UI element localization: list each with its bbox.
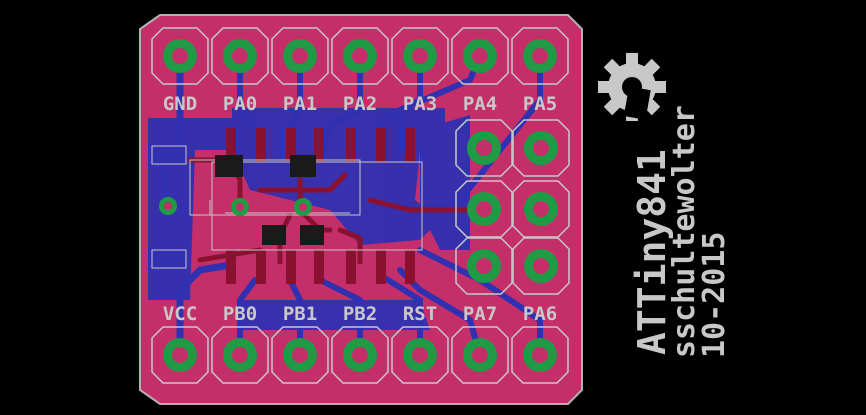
header-pad-right-5	[455, 237, 513, 295]
pin-label-pa6: PA6	[523, 303, 557, 325]
header-pad-right-6	[512, 237, 570, 295]
pin-label-vcc: VCC	[163, 303, 197, 325]
bottom-header-labels: VCC PB0 PB1 PB2 RST PA7 PA6	[163, 303, 557, 325]
ic-smd-pads	[226, 128, 415, 284]
top-header-labels: GND PA0 PA1 PA2 PA3 PA4 PA5	[163, 93, 557, 115]
header-pad-top-2	[211, 27, 269, 85]
pin-label-pa5: PA5	[523, 93, 557, 115]
header-pad-bottom-4	[331, 326, 389, 384]
header-pad-top-1	[151, 27, 209, 85]
header-pad-top-4	[331, 27, 389, 85]
pin-label-rst: RST	[403, 303, 437, 325]
header-pad-bottom-5	[391, 326, 449, 384]
gear-icon	[598, 53, 666, 121]
header-pad-right-4	[512, 180, 570, 238]
pin-label-pa3: PA3	[403, 93, 437, 115]
board-date: 10-2015	[697, 232, 732, 358]
pin-label-pb0: PB0	[223, 303, 257, 325]
top-header-pads	[151, 27, 569, 85]
header-pad-top-6	[451, 27, 509, 85]
header-pad-bottom-3	[271, 326, 329, 384]
header-pad-bottom-2	[211, 326, 269, 384]
vias	[159, 197, 312, 216]
right-header-pads	[455, 119, 570, 295]
board-silkscreen-text: ATTiny841 sschultewolter 10-2015	[630, 105, 732, 358]
header-pad-top-3	[271, 27, 329, 85]
pin-label-gnd: GND	[163, 93, 197, 115]
header-pad-right-2	[512, 119, 570, 177]
pin-label-pa7: PA7	[463, 303, 497, 325]
bottom-header-pads	[151, 326, 569, 384]
board-author: sschultewolter	[667, 105, 702, 358]
pin-label-pa1: PA1	[283, 93, 317, 115]
board-title: ATTiny841	[630, 149, 674, 355]
pin-label-pb2: PB2	[343, 303, 377, 325]
header-pad-bottom-1	[151, 326, 209, 384]
header-pad-right-3	[455, 180, 513, 238]
edge-pads-left	[151, 145, 187, 269]
header-pad-right-1	[455, 119, 513, 177]
passive-pads	[215, 155, 324, 245]
pin-label-pa4: PA4	[463, 93, 497, 115]
header-pad-bottom-6	[451, 326, 509, 384]
pin-label-pa2: PA2	[343, 93, 377, 115]
pin-label-pa0: PA0	[223, 93, 257, 115]
header-pad-bottom-7	[511, 326, 569, 384]
pin-label-pb1: PB1	[283, 303, 317, 325]
header-pad-top-7	[511, 27, 569, 85]
header-pad-top-5	[391, 27, 449, 85]
